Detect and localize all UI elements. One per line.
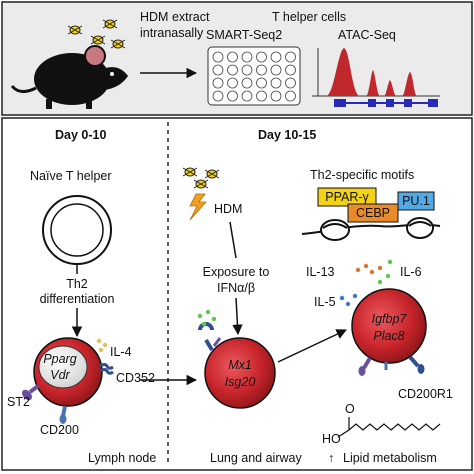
well-plate-icon [207,46,301,106]
effector-gene-igfbp7: Igfbp7 [372,312,408,326]
plate-well [241,90,253,102]
hdm-label: HDM [214,202,242,216]
cd352-receptor-icon [99,363,114,375]
th2-cell [33,337,103,407]
plate-well [212,51,224,63]
plate-well [227,64,238,76]
plate-well [256,90,267,102]
plate-well [270,90,282,102]
il4-dots [96,338,108,353]
hdm-extract-label: HDM extract [140,10,210,24]
smart-seq-label: SMART-Seq2 [206,28,282,42]
lipid-head-label: O [345,402,355,416]
ifn-label: IFNα/β [217,281,255,295]
plate-well [227,51,238,63]
fatty-acid-chain-icon [337,417,441,438]
plate-well [227,90,238,102]
plate-well [270,64,282,76]
cd200-label: CD200 [40,423,79,437]
plate-well [270,77,282,89]
effector-gene-plac8: Plac8 [373,329,404,343]
lung-gene-mx1: Mx1 [228,358,252,372]
plate-well [212,64,224,76]
plate-well [212,77,224,89]
plate-well [241,64,253,76]
lipid-metabolism-label: Lipid metabolism [343,451,437,465]
cd200r1-label: CD200R1 [398,387,453,401]
dna-nucleosome-icon [301,217,441,241]
exposure-label: Exposure to [203,265,270,279]
cd200r1-receptor-icons [358,355,425,376]
il13-label: IL-13 [306,265,335,279]
cebp-box [347,203,399,223]
motifs-title: Th2-specific motifs [310,168,414,182]
plate-well [227,77,238,89]
lung-airway-label: Lung and airway [210,451,302,465]
pu1-box [397,191,435,211]
il6-label: IL-6 [400,265,422,279]
atac-peaks [312,48,440,97]
lung-gene-isg20: Isg20 [225,375,256,389]
ppar-box [317,187,377,207]
plate-well [256,64,267,76]
plate-well [285,77,296,89]
hdm-connector [229,221,237,259]
t-helper-label: T helper cells [272,10,346,24]
th2-gene-pparg: Pparg [43,352,76,366]
plate-well [256,77,267,89]
naive-t-helper-label: Naïve T helper [30,169,112,183]
differentiation-label: differentiation [40,292,115,306]
pu1-label: PU.1 [402,194,430,208]
plate-well [241,77,253,89]
lipid-arrow-icon: ↑ [328,451,334,465]
mouse-icon [10,45,128,109]
ppar-label: PPAR-γ [325,190,369,204]
gene-track [334,99,438,107]
plate-well [212,90,224,102]
naive-cell [42,195,112,265]
plate-well [241,51,253,63]
cebp-label: CEBP [356,206,390,220]
ifn-dots [197,309,217,327]
day-10-15-label: Day 10-15 [258,128,316,142]
atac-seq-label: ATAC-Seq [338,28,396,42]
to-effector-arrow [277,329,347,363]
hdm-bolt-icon [189,193,207,221]
ifn-arrow [232,297,243,336]
plate-well [285,51,296,63]
st2-label: ST2 [7,395,30,409]
th2-gene-vdr: Vdr [50,368,70,382]
plate-well [285,90,296,102]
plate-well [285,64,296,76]
day-0-10-label: Day 0-10 [55,128,106,142]
st2-receptor-icon [22,384,40,401]
il4-label: IL-4 [110,345,132,359]
plate-well [256,51,267,63]
lipid-ho-label: HO [322,432,341,446]
hdm-mite-icons-lung [182,167,220,189]
hdm-mite-icons [67,19,126,49]
cytokine-dots [339,259,393,307]
lymph-node-label: Lymph node [88,451,156,465]
th2-label: Th2 [66,277,88,291]
cd200-receptor-icon [59,405,67,424]
il5-label: IL-5 [314,295,336,309]
intranasally-label: intranasally [140,26,204,40]
lung-th2-cell [204,337,276,409]
plate-well [270,51,282,63]
cd352-label: CD352 [116,371,155,385]
effector-th2-cell [351,288,427,364]
